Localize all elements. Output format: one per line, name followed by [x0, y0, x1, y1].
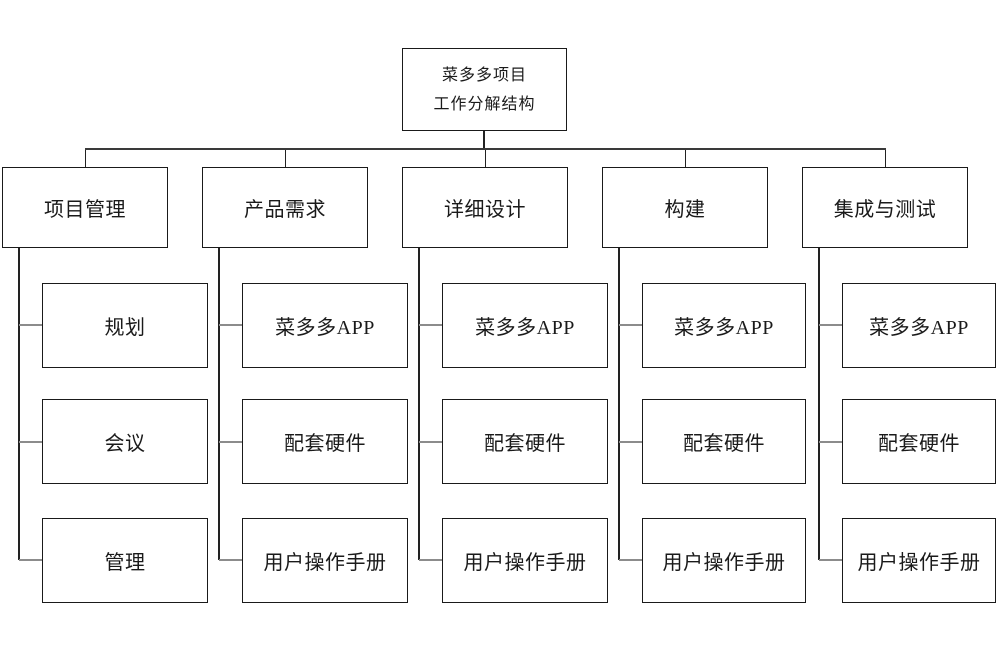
connector-stub-col5-row3 [819, 558, 842, 561]
root-node: 菜多多项目 工作分解结构 [402, 48, 567, 131]
node-manual-col4: 用户操作手册 [642, 518, 806, 603]
node-app-col5: 菜多多APP [842, 283, 996, 368]
node-app-col3: 菜多多APP [442, 283, 608, 368]
connector-drop-col3 [484, 150, 486, 167]
node-planning: 规划 [42, 283, 208, 368]
connector-stub-col4-row3 [619, 558, 642, 561]
node-hardware-col2: 配套硬件 [242, 399, 408, 484]
node-app-col2: 菜多多APP [242, 283, 408, 368]
connector-drop-col5 [884, 150, 886, 167]
root-node-title-line2: 工作分解结构 [433, 95, 536, 113]
node-management: 管理 [42, 518, 208, 603]
connector-stub-col4-row2 [619, 440, 642, 443]
connector-stub-col5-row2 [819, 440, 842, 443]
node-detailed-design: 详细设计 [402, 167, 568, 248]
connector-stub-col3-row1 [419, 323, 442, 326]
connector-stub-col1-row1 [19, 323, 42, 326]
connector-drop-col4 [684, 150, 686, 167]
connector-stub-col2-row3 [219, 558, 242, 561]
node-manual-col2: 用户操作手册 [242, 518, 408, 603]
node-project-management: 项目管理 [2, 167, 168, 248]
node-app-col4: 菜多多APP [642, 283, 806, 368]
connector-spine-col3 [418, 248, 420, 560]
connector-spine-col1 [18, 248, 20, 560]
connector-stub-col1-row3 [19, 558, 42, 561]
connector-drop-col2 [284, 150, 286, 167]
node-meeting: 会议 [42, 399, 208, 484]
connector-spine-col5 [818, 248, 820, 560]
node-manual-col5: 用户操作手册 [842, 518, 996, 603]
node-hardware-col4: 配套硬件 [642, 399, 806, 484]
connector-stub-col3-row2 [419, 440, 442, 443]
connector-top-horizontal [84, 148, 886, 150]
connector-stub-col2-row2 [219, 440, 242, 443]
node-build: 构建 [602, 167, 768, 248]
connector-spine-col2 [218, 248, 220, 560]
node-manual-col3: 用户操作手册 [442, 518, 608, 603]
node-integration-and-testing: 集成与测试 [802, 167, 968, 248]
connector-drop-col1 [84, 150, 86, 167]
connector-stub-col4-row1 [619, 323, 642, 326]
connector-stub-col3-row3 [419, 558, 442, 561]
node-hardware-col3: 配套硬件 [442, 399, 608, 484]
connector-stub-col2-row1 [219, 323, 242, 326]
connector-stub-col1-row2 [19, 440, 42, 443]
node-hardware-col5: 配套硬件 [842, 399, 996, 484]
connector-root-drop [483, 131, 485, 149]
node-product-requirements: 产品需求 [202, 167, 368, 248]
root-node-title-line1: 菜多多项目 [441, 66, 527, 84]
connector-stub-col5-row1 [819, 323, 842, 326]
connector-spine-col4 [618, 248, 620, 560]
